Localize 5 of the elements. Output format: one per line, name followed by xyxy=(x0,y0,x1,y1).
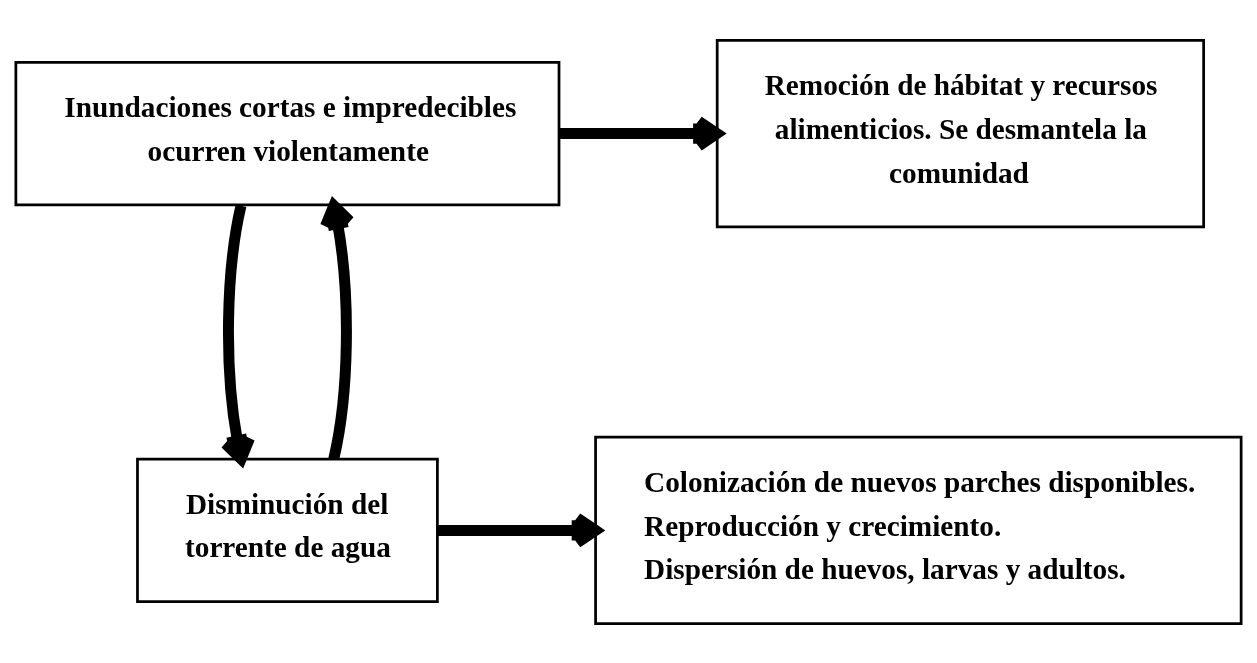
node-box: Colonización de nuevos parches disponibles. Reproducción y crecimiento. Dispersión de huevos, larvas y adultos. xyxy=(594,435,1243,625)
node-box: Inundaciones cortas e impredecibles ocurren violentamente xyxy=(14,60,561,206)
node-box: Disminución del torrente de agua xyxy=(136,457,439,603)
arrow xyxy=(320,199,356,460)
node-box: Remoción de hábitat y recursos alimenticios. Se desmantela la comunidad xyxy=(715,38,1205,228)
